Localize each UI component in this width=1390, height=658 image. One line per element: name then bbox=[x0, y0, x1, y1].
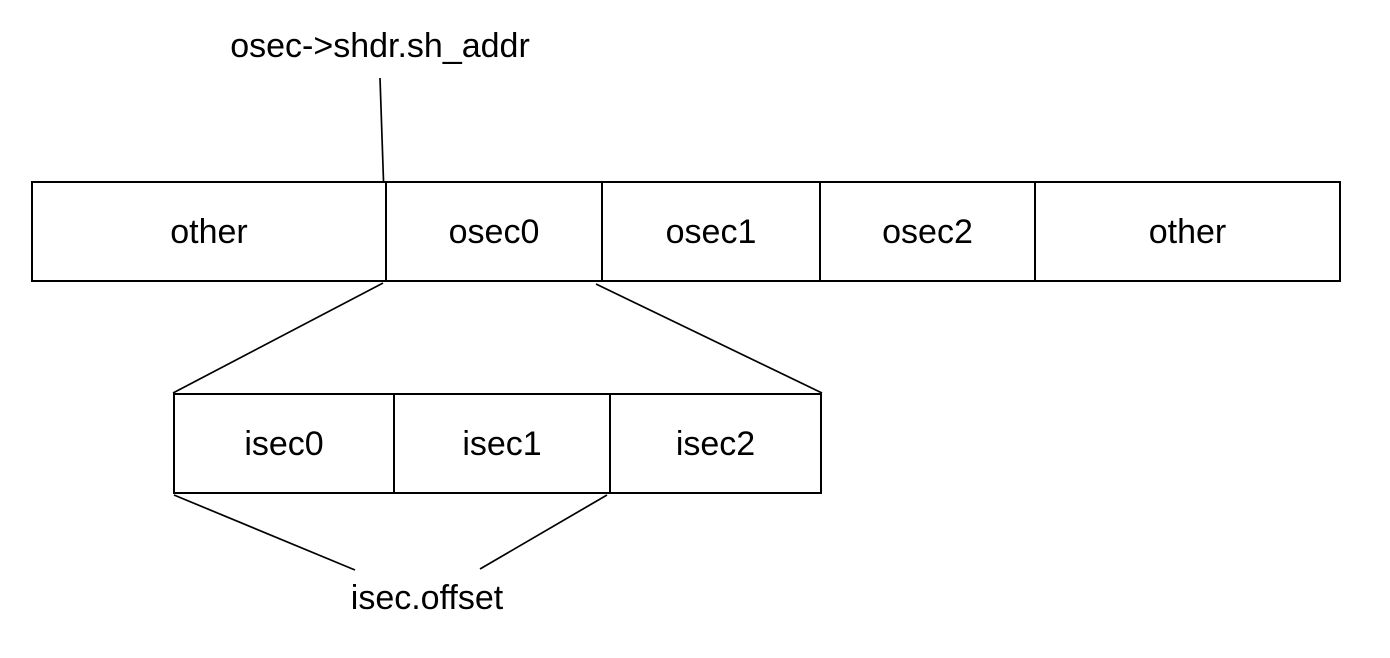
outer-cell-label: osec1 bbox=[665, 212, 757, 251]
outer-cell-label: osec2 bbox=[882, 212, 973, 251]
inner-cell-isec1: isec1 bbox=[393, 395, 609, 492]
isec-offset-label: isec.offset bbox=[350, 579, 504, 617]
output-sections-bar: other osec0 osec1 osec2 other bbox=[31, 181, 1341, 282]
inner-cell-isec2: isec2 bbox=[609, 395, 820, 492]
outer-cell-label: other bbox=[1148, 212, 1227, 251]
outer-cell-label: osec0 bbox=[448, 212, 540, 251]
inner-cell-label: isec1 bbox=[462, 424, 542, 463]
inner-cell-isec0: isec0 bbox=[175, 395, 393, 492]
inner-cell-label: isec2 bbox=[675, 424, 756, 463]
outer-cell-label: other bbox=[170, 212, 248, 251]
outer-cell-other-left: other bbox=[33, 183, 385, 280]
outer-cell-osec1: osec1 bbox=[601, 183, 819, 280]
outer-cell-osec2: osec2 bbox=[819, 183, 1034, 280]
isec-offset-line-left bbox=[173, 494, 356, 571]
osec0-expand-line-right bbox=[595, 283, 823, 394]
outer-cell-osec0: osec0 bbox=[385, 183, 601, 280]
osec0-expand-line-left bbox=[172, 282, 384, 394]
outer-cell-other-right: other bbox=[1034, 183, 1339, 280]
inner-cell-label: isec0 bbox=[244, 424, 324, 463]
input-sections-bar: isec0 isec1 isec2 bbox=[173, 393, 822, 494]
isec-offset-line-right bbox=[479, 494, 608, 570]
sh-addr-pointer-line bbox=[379, 77, 385, 182]
sh-addr-pointer-label: osec->shdr.sh_addr bbox=[230, 27, 530, 65]
